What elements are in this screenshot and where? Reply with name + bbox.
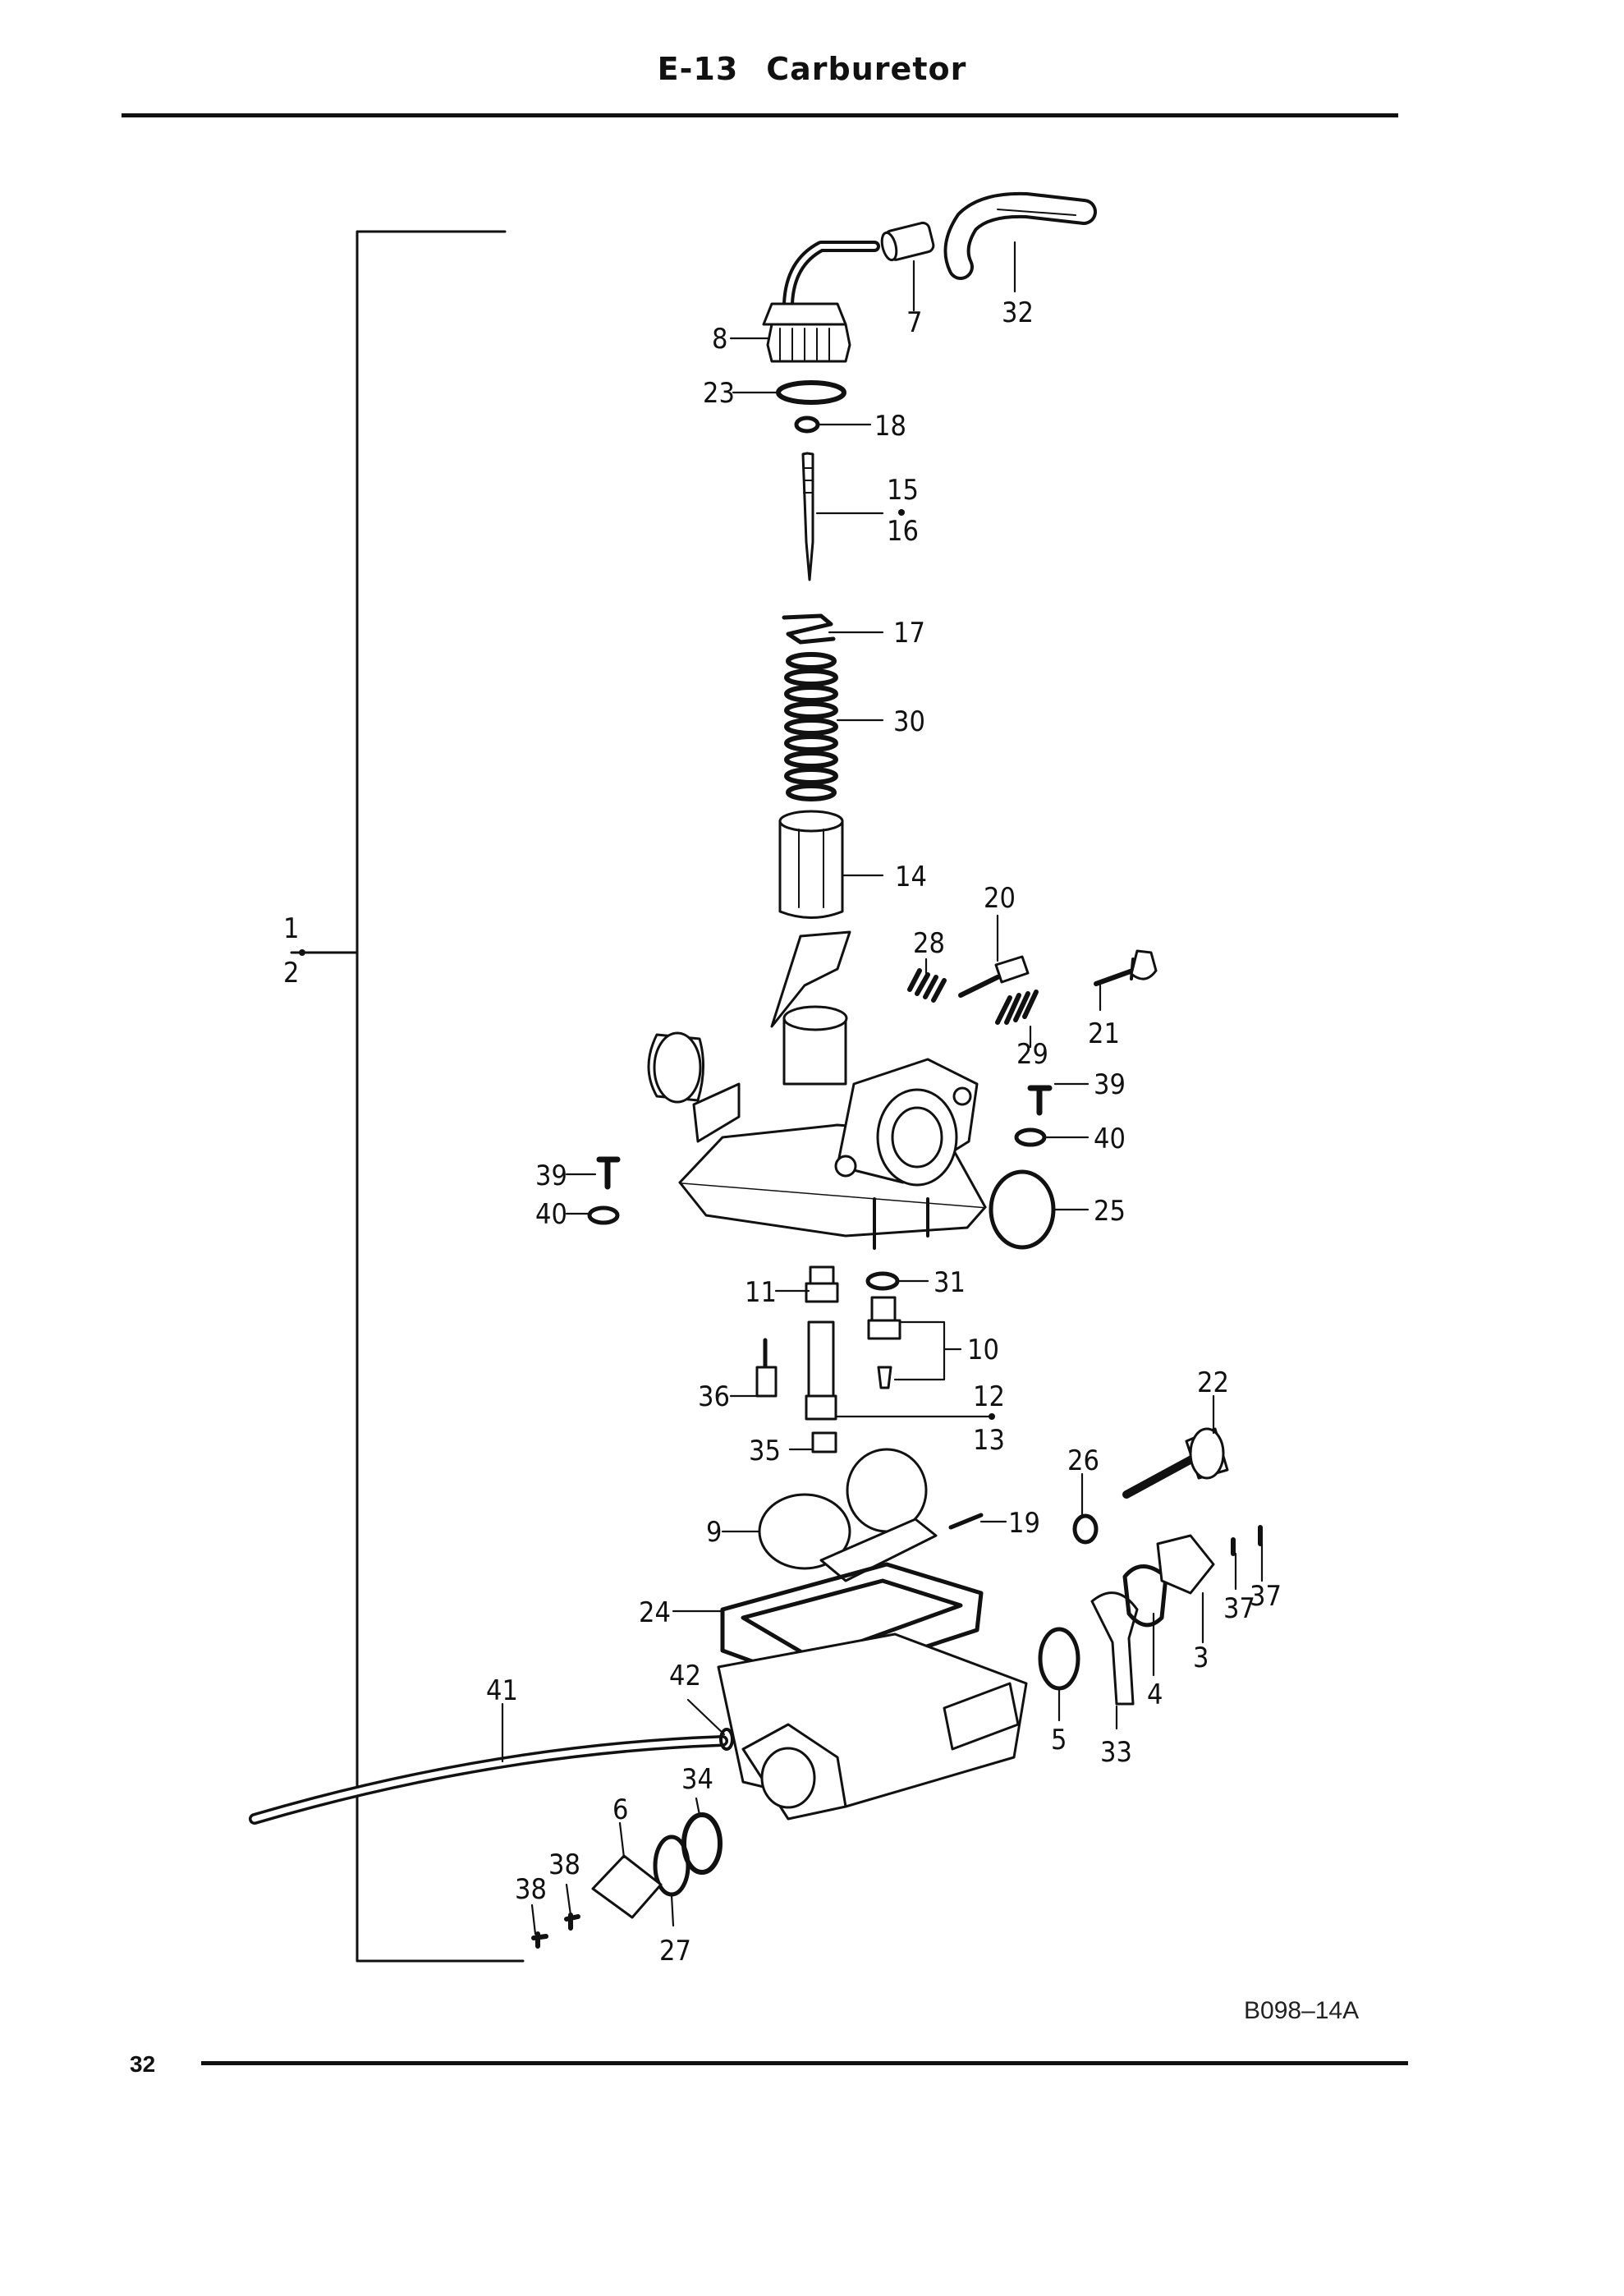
spring-29 — [995, 990, 1039, 1025]
callout-39-left: 39 — [535, 1159, 567, 1192]
cover-3 — [1156, 1534, 1215, 1595]
hose-clip — [719, 1728, 734, 1751]
callout-19: 19 — [1008, 1507, 1040, 1540]
clip-18 — [794, 416, 820, 434]
callout-33: 33 — [1100, 1736, 1132, 1769]
callout-37b: 37 — [1250, 1580, 1282, 1613]
page-number: 32 — [130, 2051, 156, 2077]
callout-30: 30 — [893, 705, 925, 738]
float-assembly — [758, 1448, 938, 1582]
callout-2: 2 — [283, 957, 299, 990]
o-ring-26 — [1072, 1513, 1099, 1545]
callout-16: 16 — [887, 515, 919, 548]
callout-17: 17 — [893, 617, 925, 650]
callout-40-left: 40 — [535, 1198, 567, 1231]
tube-short — [880, 221, 935, 262]
washer-31 — [865, 1271, 900, 1291]
callout-13: 13 — [973, 1424, 1005, 1457]
callout-38a: 38 — [515, 1873, 547, 1906]
diaphragm-5 — [1038, 1627, 1080, 1691]
leader-lines — [501, 241, 1264, 1936]
float-valve-seat — [867, 1296, 901, 1389]
callout-9: 9 — [706, 1516, 722, 1549]
callout-7: 7 — [906, 306, 922, 339]
starter-plunger — [755, 1338, 778, 1398]
section-title: Carburetor — [766, 51, 967, 87]
section-code: E-13 — [657, 51, 739, 87]
callout-14: 14 — [895, 861, 927, 893]
drain-plug-35 — [811, 1431, 837, 1453]
screw-38a — [531, 1931, 548, 1949]
washer-40-left — [587, 1205, 620, 1225]
callout-36: 36 — [698, 1380, 730, 1413]
throttle-spring — [784, 652, 838, 801]
throttle-valve — [778, 810, 844, 919]
callout-34: 34 — [681, 1763, 713, 1796]
callout-4: 4 — [1147, 1678, 1163, 1711]
callout-23: 23 — [703, 377, 735, 410]
callout-31: 31 — [934, 1266, 966, 1299]
callout-11: 11 — [745, 1276, 777, 1309]
washer-40-right — [1014, 1127, 1047, 1147]
carburetor-body — [647, 930, 987, 1250]
callout-32: 32 — [1002, 296, 1034, 329]
spring-28 — [907, 968, 947, 1003]
footer-rule — [201, 2061, 1408, 2065]
callout-29: 29 — [1016, 1038, 1048, 1071]
cover-6 — [591, 1854, 663, 1919]
callout-3: 3 — [1193, 1642, 1209, 1674]
needle-clip — [782, 613, 836, 645]
callout-39-right: 39 — [1094, 1068, 1126, 1101]
header-rule — [122, 113, 1398, 117]
screw-39-left — [596, 1156, 621, 1190]
assembly-bracket — [356, 230, 525, 1963]
callout-25: 25 — [1094, 1195, 1126, 1228]
callout-37a: 37 — [1223, 1592, 1255, 1625]
callout-42: 42 — [669, 1660, 701, 1692]
callout-8: 8 — [712, 323, 727, 356]
callout-28: 28 — [913, 927, 945, 960]
o-ring-25 — [989, 1169, 1056, 1250]
callout-27: 27 — [659, 1935, 691, 1968]
callout-6: 6 — [612, 1793, 628, 1826]
jet-needle — [801, 452, 814, 581]
float-pin — [948, 1513, 984, 1530]
callout-41: 41 — [486, 1674, 518, 1707]
pilot-screw — [958, 955, 1030, 998]
figure-code: B098–14A — [1244, 1997, 1360, 2024]
callout-21: 21 — [1088, 1017, 1120, 1050]
screw-39-right — [1027, 1085, 1053, 1116]
needle-jet-holder — [805, 1265, 839, 1303]
callout-40-right: 40 — [1094, 1123, 1126, 1155]
o-ring-23 — [776, 380, 846, 405]
float-bowl — [717, 1632, 1028, 1821]
callout-1: 1 — [283, 912, 299, 945]
page-title: E-13 Carburetor — [0, 51, 1624, 87]
callout-22: 22 — [1197, 1366, 1229, 1399]
callout-10: 10 — [967, 1334, 999, 1366]
callout-38b: 38 — [548, 1848, 580, 1881]
callout-24: 24 — [639, 1596, 671, 1629]
callout-5: 5 — [1051, 1724, 1067, 1756]
callout-15: 15 — [887, 474, 919, 507]
bent-hose — [943, 191, 1097, 280]
throttle-stop-screw — [1094, 949, 1158, 986]
callout-18: 18 — [874, 410, 906, 443]
callout-35: 35 — [749, 1435, 781, 1467]
callout-12: 12 — [973, 1380, 1005, 1413]
float-bowl-gasket — [720, 1562, 984, 1686]
callout-20: 20 — [984, 882, 1016, 915]
main-jet — [805, 1320, 837, 1421]
callout-26: 26 — [1067, 1444, 1099, 1477]
fuel-cap-elbow — [762, 241, 880, 363]
drain-hose — [249, 1735, 728, 1825]
screw-38b — [564, 1913, 580, 1931]
choke-screw — [1122, 1427, 1229, 1499]
gasket-4 — [1122, 1564, 1168, 1628]
